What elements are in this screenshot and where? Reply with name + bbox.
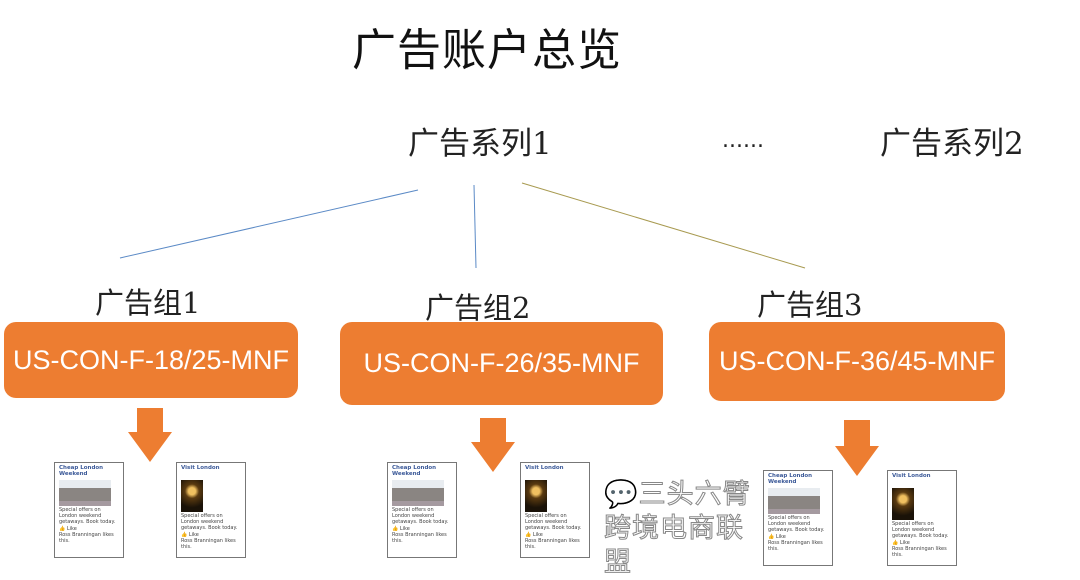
campaign-2-label: 广告系列2 (880, 126, 1024, 162)
like-link: 👍 Like (525, 532, 543, 539)
down-arrow-icon (835, 420, 879, 476)
watermark: 💬三头六臂跨境电商联盟 (604, 478, 754, 580)
ad-body: Special offers on London weekend getaway… (59, 507, 116, 525)
down-arrow-icon (128, 408, 172, 462)
ad-group-3-box: US-CON-F-36/45-MNF (709, 322, 1005, 401)
ad-image (525, 480, 547, 512)
ad-group-1-box: US-CON-F-18/25-MNF (4, 322, 298, 398)
like-label: Like (66, 526, 77, 533)
ad-title: Cheap London Weekend (59, 465, 104, 478)
ad-title: Visit London (181, 465, 220, 471)
ad-group-3-label: 广告组3 (757, 288, 863, 322)
ad-image (892, 488, 914, 520)
like-label: Like (899, 540, 910, 547)
ad-group-2-label: 广告组2 (425, 291, 531, 325)
like-label: Like (399, 526, 410, 533)
ad-body: Special offers on London weekend getaway… (525, 513, 582, 531)
ad-group-2-box: US-CON-F-26/35-MNF (340, 322, 663, 405)
ad-title: Visit London (892, 473, 931, 479)
ad-title: Visit London (525, 465, 564, 471)
ad-social: Ross Branningan likes this. (892, 546, 947, 558)
ad-body: Special offers on London weekend getaway… (768, 515, 825, 533)
ad-title: Cheap London Weekend (768, 473, 813, 486)
ad-social: Ross Branningan likes this. (392, 532, 447, 544)
like-link: 👍 Like (181, 532, 199, 539)
down-arrow-icon (471, 418, 515, 472)
like-link: 👍 Like (392, 526, 410, 533)
ad-social: Ross Branningan likes this. (768, 540, 823, 552)
ad-group-1-label: 广告组1 (95, 286, 201, 320)
ad-body: Special offers on London weekend getaway… (392, 507, 449, 525)
ad-social: Ross Branningan likes this. (525, 538, 580, 550)
like-link: 👍 Like (768, 534, 786, 541)
ad-image (392, 480, 444, 506)
ad-social: Ross Branningan likes this. (181, 538, 236, 550)
ad-image (768, 488, 820, 514)
ellipsis: ...... (722, 128, 764, 153)
like-label: Like (532, 532, 543, 539)
ad-image (59, 480, 111, 506)
like-link: 👍 Like (892, 540, 910, 547)
connector-line (473, 184, 477, 269)
like-label: Like (188, 532, 199, 539)
like-label: Like (775, 534, 786, 541)
page-title: 广告账户总览 (352, 25, 622, 76)
ad-social: Ross Branningan likes this. (59, 532, 114, 544)
ad-title: Cheap London Weekend (392, 465, 437, 478)
ad-image (181, 480, 203, 512)
campaign-1-label: 广告系列1 (408, 126, 552, 162)
ad-body: Special offers on London weekend getaway… (892, 521, 949, 539)
wechat-icon: 💬 (604, 479, 639, 511)
connector-line (521, 182, 806, 269)
connector-line (119, 189, 419, 259)
ad-body: Special offers on London weekend getaway… (181, 513, 238, 531)
like-link: 👍 Like (59, 526, 77, 533)
